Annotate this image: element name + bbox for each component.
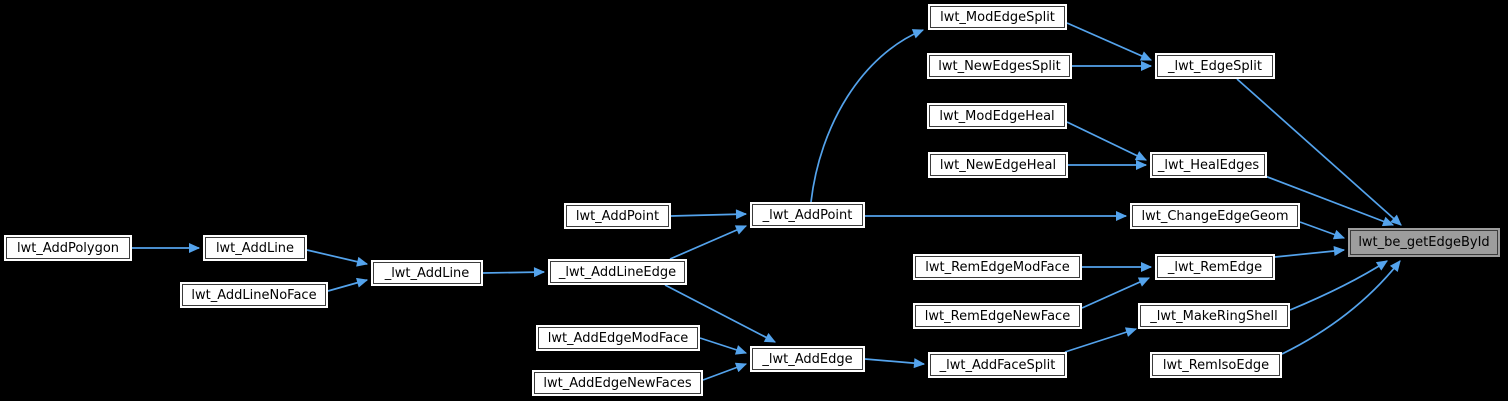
node-_lwt_RemEdge[interactable]: _lwt_RemEdge <box>1155 254 1275 280</box>
edge-_lwt_HealEdges--lwt_be_getEdgeById <box>1264 175 1395 227</box>
node-lwt_AddLineNoFace[interactable]: lwt_AddLineNoFace <box>180 282 328 308</box>
edge-_lwt_RemEdge--lwt_be_getEdgeById <box>1274 246 1346 258</box>
edge-_lwt_MakeRingShell--lwt_be_getEdgeById <box>1289 260 1388 311</box>
edge-lwt_ModEdgeHeal--_lwt_HealEdges <box>1066 121 1148 161</box>
edge-_lwt_AddLine--_lwt_AddLineEdge <box>482 267 546 278</box>
node-_lwt_AddLineEdge[interactable]: _lwt_AddLineEdge <box>548 259 687 285</box>
node-lwt_be_getEdgeById: lwt_be_getEdgeById <box>1348 228 1500 257</box>
node-_lwt_EdgeSplit[interactable]: _lwt_EdgeSplit <box>1155 53 1275 79</box>
node-_lwt_AddPoint[interactable]: _lwt_AddPoint <box>750 202 865 228</box>
edge-_lwt_AddFaceSplit--_lwt_MakeRingShell <box>1064 327 1138 353</box>
edge-lwt_AddPoint--_lwt_AddPoint <box>670 209 748 220</box>
edge-lwt_RemEdgeNewFace--_lwt_RemEdge <box>1081 277 1151 309</box>
edge-lwt_ModEdgeSplit--_lwt_EdgeSplit <box>1066 22 1153 61</box>
node-_lwt_HealEdges[interactable]: _lwt_HealEdges <box>1150 152 1267 178</box>
edge-_lwt_AddLineEdge--_lwt_AddEdge <box>664 284 776 343</box>
node-_lwt_AddEdge[interactable]: _lwt_AddEdge <box>750 346 865 372</box>
node-lwt_AddPolygon[interactable]: lwt_AddPolygon <box>4 235 132 261</box>
edge-_lwt_EdgeSplit--lwt_be_getEdgeById <box>1236 78 1402 226</box>
node-lwt_AddEdgeNewFaces[interactable]: lwt_AddEdgeNewFaces <box>532 370 703 396</box>
node-lwt_NewEdgeHeal[interactable]: lwt_NewEdgeHeal <box>928 152 1068 178</box>
node-lwt_AddPoint[interactable]: lwt_AddPoint <box>564 203 671 229</box>
node-lwt_RemEdgeNewFace[interactable]: lwt_RemEdgeNewFace <box>913 303 1082 329</box>
edge-_lwt_AddLineEdge--_lwt_AddPoint <box>669 225 748 260</box>
node-lwt_NewEdgesSplit[interactable]: lwt_NewEdgesSplit <box>927 53 1072 79</box>
edge-lwt_AddEdgeModFace--_lwt_AddEdge <box>699 337 748 355</box>
node-lwt_AddEdgeModFace[interactable]: lwt_AddEdgeModFace <box>536 325 700 351</box>
node-lwt_AddLine[interactable]: lwt_AddLine <box>203 235 307 261</box>
node-_lwt_MakeRingShell[interactable]: _lwt_MakeRingShell <box>1138 303 1290 329</box>
node-lwt_ChangeEdgeGeom[interactable]: lwt_ChangeEdgeGeom <box>1130 203 1300 229</box>
node-lwt_ModEdgeSplit[interactable]: lwt_ModEdgeSplit <box>928 4 1067 30</box>
edge-lwt_RemIsoEdge--lwt_be_getEdgeById <box>1281 260 1401 355</box>
edge-lwt_AddLineNoFace--_lwt_AddLine <box>327 277 369 292</box>
node-_lwt_AddLine[interactable]: _lwt_AddLine <box>371 260 483 286</box>
edge-lwt_AddEdgeNewFaces--_lwt_AddEdge <box>702 362 748 381</box>
node-lwt_RemEdgeModFace[interactable]: lwt_RemEdgeModFace <box>913 254 1082 280</box>
edge-lwt_ChangeEdgeGeom--lwt_be_getEdgeById <box>1299 221 1346 240</box>
node-lwt_RemIsoEdge[interactable]: lwt_RemIsoEdge <box>1150 352 1282 378</box>
node-lwt_ModEdgeHeal[interactable]: lwt_ModEdgeHeal <box>927 103 1067 129</box>
edge-lwt_AddLine--_lwt_AddLine <box>306 249 369 267</box>
node-_lwt_AddFaceSplit[interactable]: _lwt_AddFaceSplit <box>928 352 1067 378</box>
edge-_lwt_AddPoint--lwt_ModEdgeSplit <box>810 29 925 203</box>
edge-_lwt_AddEdge--_lwt_AddFaceSplit <box>864 358 926 369</box>
